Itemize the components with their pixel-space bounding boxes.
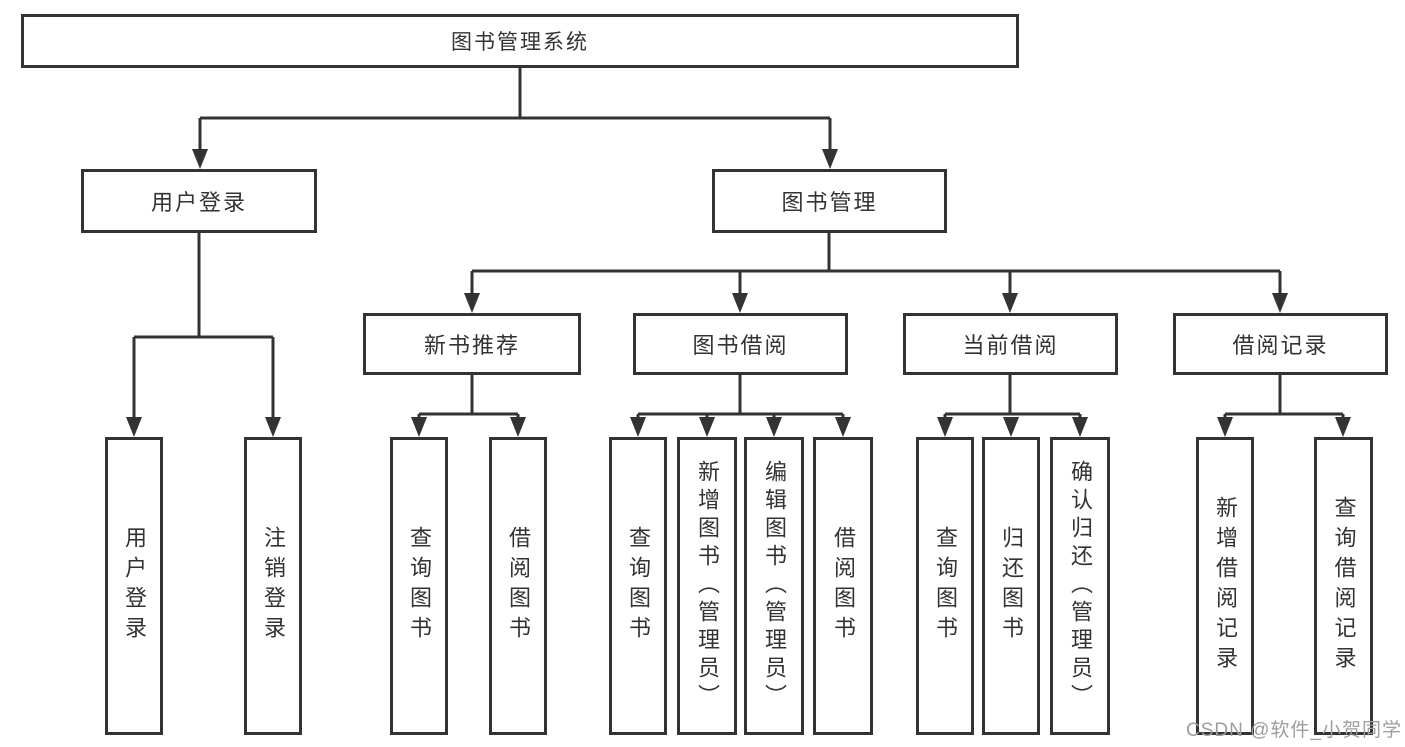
connector-book-borrowing	[630, 375, 851, 437]
connector-book-management	[464, 233, 1288, 313]
arrowhead-icon	[822, 149, 838, 169]
leaf-confirm-return-admin: 确认归还（管理员）	[1050, 437, 1110, 735]
connector-borrowing-records	[1217, 375, 1351, 437]
connector-user-login	[126, 233, 281, 437]
arrowhead-icon	[1335, 417, 1351, 437]
arrowhead-icon	[192, 149, 208, 169]
arrowhead-icon	[937, 417, 953, 437]
leaf-add-book-admin: 新增图书（管理员）	[677, 437, 737, 735]
arrowhead-icon	[699, 417, 715, 437]
leaf-borrow-books: 借阅图书	[813, 437, 873, 735]
node-book-management: 图书管理	[712, 169, 947, 233]
arrowhead-icon	[1002, 293, 1018, 313]
arrowhead-icon	[265, 417, 281, 437]
arrowhead-icon	[1072, 417, 1088, 437]
leaf-query-books-borrowing: 查询图书	[609, 437, 667, 735]
leaf-query-books-recommend: 查询图书	[390, 437, 448, 735]
arrowhead-icon	[464, 293, 480, 313]
leaf-borrow-books-recommend: 借阅图书	[489, 437, 547, 735]
leaf-logout: 注销登录	[244, 437, 302, 735]
connector-root	[192, 68, 838, 169]
arrowhead-icon	[630, 417, 646, 437]
arrowhead-icon	[126, 417, 142, 437]
connector-new-book-recommend	[411, 375, 526, 437]
leaf-edit-book-admin: 编辑图书（管理员）	[744, 437, 804, 735]
connector-current-borrowing	[937, 375, 1088, 437]
arrowhead-icon	[1217, 417, 1233, 437]
leaf-return-books: 归还图书	[982, 437, 1040, 735]
leaf-query-books-current: 查询图书	[916, 437, 974, 735]
node-borrowing-records: 借阅记录	[1173, 313, 1388, 375]
leaf-user-login: 用户登录	[105, 437, 163, 735]
arrowhead-icon	[732, 293, 748, 313]
node-user-login: 用户登录	[81, 169, 317, 233]
leaf-add-borrow-record: 新增借阅记录	[1196, 437, 1254, 735]
arrowhead-icon	[510, 417, 526, 437]
node-root: 图书管理系统	[21, 14, 1019, 68]
node-new-book-recommend: 新书推荐	[363, 313, 581, 375]
arrowhead-icon	[411, 417, 427, 437]
arrowhead-icon	[835, 417, 851, 437]
arrowhead-icon	[1272, 293, 1288, 313]
node-book-borrowing: 图书借阅	[633, 313, 848, 375]
leaf-query-borrow-record: 查询借阅记录	[1314, 437, 1373, 735]
node-current-borrowing: 当前借阅	[903, 313, 1118, 375]
arrowhead-icon	[1003, 417, 1019, 437]
arrowhead-icon	[766, 417, 782, 437]
